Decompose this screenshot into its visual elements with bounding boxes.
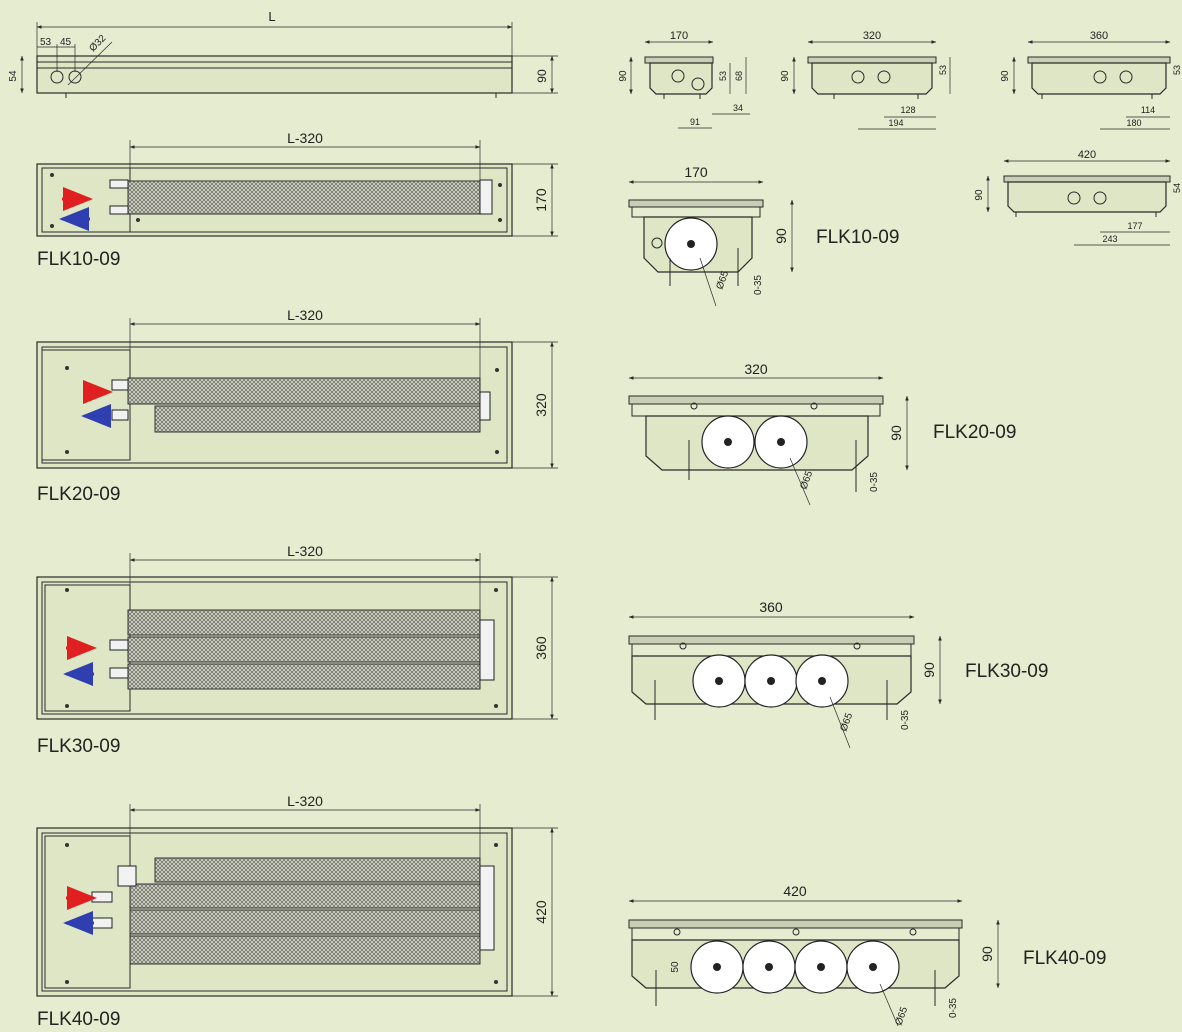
end-height: 90 bbox=[780, 70, 791, 82]
model-label: FLK30-09 bbox=[37, 736, 120, 757]
dim-53: 53 bbox=[40, 37, 52, 48]
section-width: 360 bbox=[759, 599, 783, 615]
end-height: 90 bbox=[1000, 70, 1011, 82]
end-width: 360 bbox=[1090, 30, 1108, 42]
fan-height: 50 bbox=[670, 961, 681, 973]
dim-90: 90 bbox=[535, 69, 549, 83]
section-width: 420 bbox=[783, 883, 807, 899]
end-dim: 54 bbox=[1172, 183, 1182, 193]
fan-icon bbox=[664, 217, 718, 271]
section-view-flk10: 170 90 Ø65 0-35 FLK10-09 bbox=[628, 164, 899, 307]
end-width: 320 bbox=[863, 30, 881, 42]
section-view-flk40: 420 90 50 Ø65 0-35 FLK40-09 bbox=[628, 883, 1106, 1027]
adjust-range: 0-35 bbox=[948, 998, 959, 1018]
fan-diameter: Ø65 bbox=[838, 711, 855, 733]
end-dim: 194 bbox=[888, 118, 903, 128]
fan-icon bbox=[744, 654, 798, 708]
end-dim: 128 bbox=[900, 105, 915, 115]
length-label: L bbox=[268, 9, 275, 24]
end-view-170: 170 90 53 68 34 91 bbox=[618, 30, 750, 129]
plan-width: 320 bbox=[533, 393, 549, 417]
plan-width: 420 bbox=[533, 900, 549, 924]
end-dim: 243 bbox=[1102, 234, 1117, 244]
end-height: 90 bbox=[974, 189, 985, 201]
fan-icon bbox=[742, 940, 796, 994]
fan-icon bbox=[701, 415, 755, 469]
adjust-range: 0-35 bbox=[753, 275, 764, 295]
section-width: 170 bbox=[684, 164, 708, 180]
section-width: 320 bbox=[744, 361, 768, 377]
end-width: 420 bbox=[1078, 149, 1096, 161]
dim-pipe: Ø32 bbox=[87, 33, 108, 54]
top-profile-view: L 53 45 Ø32 54 90 bbox=[8, 9, 558, 98]
plan-view-flk30: L-320 360 FLK30-09 bbox=[36, 543, 558, 757]
adjust-range: 0-35 bbox=[900, 710, 911, 730]
end-view-420: 420 90 54 177 243 bbox=[974, 149, 1182, 246]
dim-54: 54 bbox=[8, 70, 19, 82]
fan-icon bbox=[846, 940, 900, 994]
fan-icon bbox=[794, 940, 848, 994]
end-dim: 68 bbox=[734, 71, 744, 81]
fan-icon bbox=[754, 415, 808, 469]
fan-icon bbox=[795, 654, 849, 708]
plan-view-flk10: L-320 170 FLK10-09 bbox=[36, 130, 558, 270]
section-height: 90 bbox=[888, 425, 904, 441]
plan-view-flk20: L-320 320 FLK20-09 bbox=[36, 307, 558, 505]
fan-icon bbox=[690, 940, 744, 994]
end-view-360: 360 90 53 114 180 bbox=[1000, 30, 1182, 130]
model-label: FLK40-09 bbox=[37, 1009, 120, 1030]
fan-diameter: Ø65 bbox=[893, 1005, 910, 1027]
end-height: 90 bbox=[618, 70, 629, 82]
end-dim: 177 bbox=[1127, 221, 1142, 231]
end-dim: 91 bbox=[690, 117, 700, 127]
model-label: FLK30-09 bbox=[965, 661, 1048, 682]
end-dim: 114 bbox=[1141, 105, 1155, 115]
plan-width: 170 bbox=[533, 188, 549, 212]
section-height: 90 bbox=[921, 662, 937, 678]
end-dim: 53 bbox=[718, 71, 728, 81]
end-dim: 53 bbox=[938, 65, 948, 75]
coil-length: L-320 bbox=[287, 307, 323, 323]
model-label: FLK20-09 bbox=[37, 484, 120, 505]
section-view-flk30: 360 90 Ø65 0-35 FLK30-09 bbox=[628, 599, 1048, 749]
plan-view-flk40: L-320 420 FLK40-09 bbox=[36, 793, 558, 1030]
end-dim: 34 bbox=[733, 103, 743, 113]
section-height: 90 bbox=[979, 946, 995, 962]
model-label: FLK10-09 bbox=[37, 249, 120, 270]
model-label: FLK10-09 bbox=[816, 227, 899, 248]
coil-length: L-320 bbox=[287, 130, 323, 146]
model-label: FLK20-09 bbox=[933, 422, 1016, 443]
dim-45: 45 bbox=[60, 37, 72, 48]
end-dim: 53 bbox=[1172, 65, 1182, 75]
end-dim: 180 bbox=[1126, 118, 1141, 128]
section-view-flk20: 320 90 Ø65 0-35 FLK20-09 bbox=[628, 361, 1016, 506]
coil-length: L-320 bbox=[287, 793, 323, 809]
model-label: FLK40-09 bbox=[1023, 948, 1106, 969]
adjust-range: 0-35 bbox=[869, 472, 880, 492]
end-view-320: 320 90 53 128 194 bbox=[780, 30, 951, 130]
fan-icon bbox=[692, 654, 746, 708]
fan-diameter: Ø65 bbox=[798, 469, 815, 491]
end-width: 170 bbox=[670, 30, 688, 42]
section-height: 90 bbox=[773, 228, 789, 244]
coil-length: L-320 bbox=[287, 543, 323, 559]
plan-width: 360 bbox=[533, 636, 549, 660]
